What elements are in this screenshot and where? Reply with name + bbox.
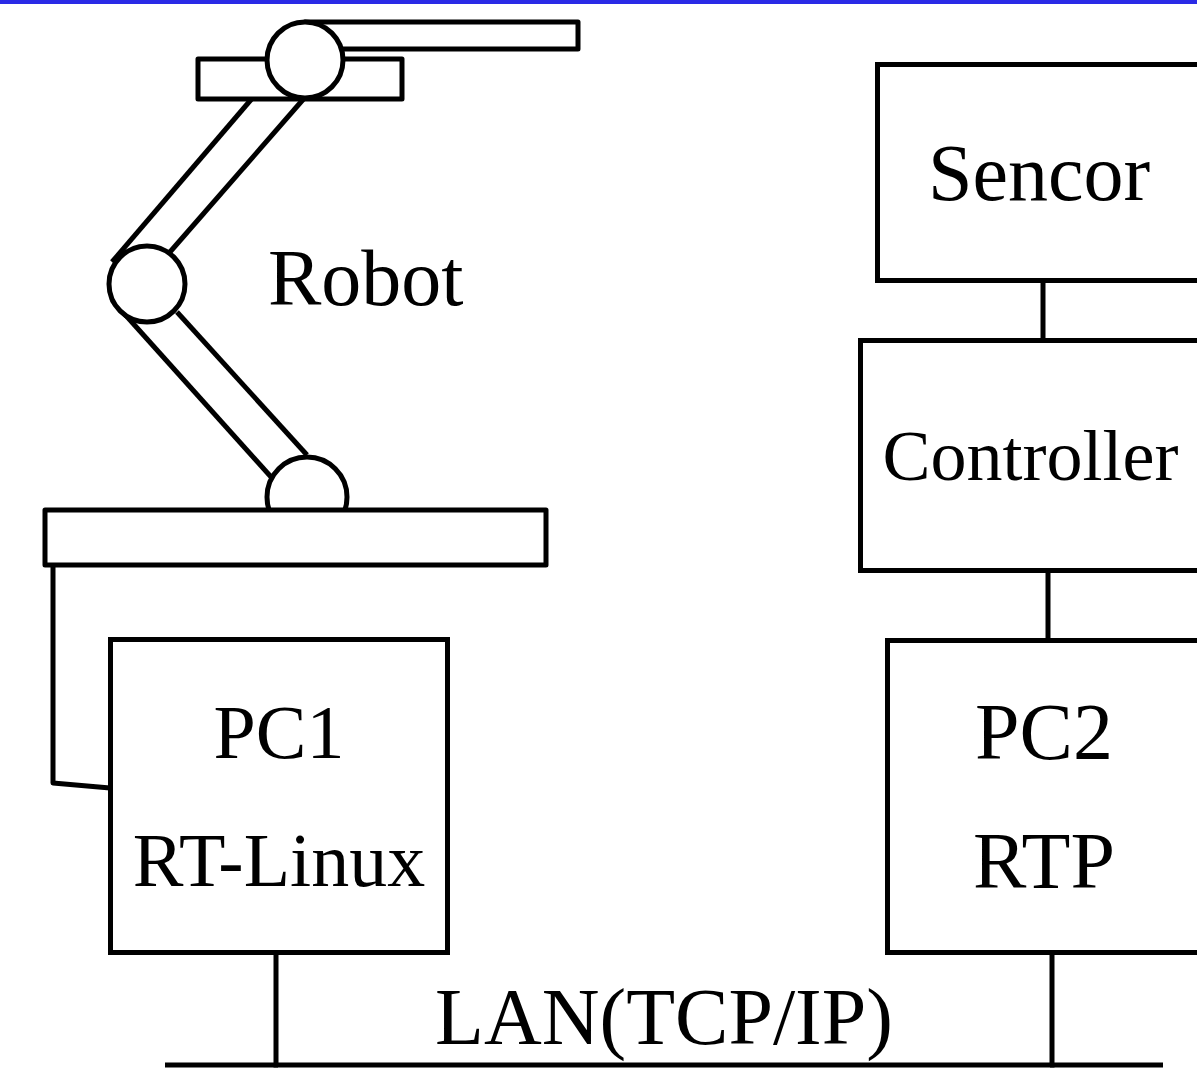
network-label: LAN(TCP/IP) (431, 977, 897, 1057)
controller-box: Controller (858, 338, 1197, 573)
sensor-box: Sencor (875, 62, 1197, 283)
connector-line (1046, 571, 1051, 640)
robot-joint (267, 22, 343, 98)
lan-bus (276, 953, 1052, 1065)
node-text: Sencor (928, 133, 1150, 213)
pc-box: PC2RTP (885, 638, 1197, 955)
robot-link (170, 95, 307, 252)
lan-bus (165, 1063, 278, 1068)
node-text: RT-Linux (133, 822, 425, 898)
robot-cable (53, 565, 110, 788)
pc-box: PC1RT-Linux (108, 637, 450, 955)
node-text: Controller (883, 420, 1179, 492)
robot-base (45, 510, 546, 565)
robot-label: Robot (268, 238, 464, 318)
robot-gripper (305, 22, 578, 49)
node-text: RTP (973, 821, 1115, 901)
node-text: PC2 (975, 692, 1113, 772)
top-bar (0, 0, 1197, 4)
connector-line (1041, 281, 1046, 340)
lan-bus (1050, 1063, 1163, 1068)
robot-joint (109, 246, 185, 322)
node-text: PC1 (214, 694, 345, 770)
robot-link (177, 312, 307, 455)
